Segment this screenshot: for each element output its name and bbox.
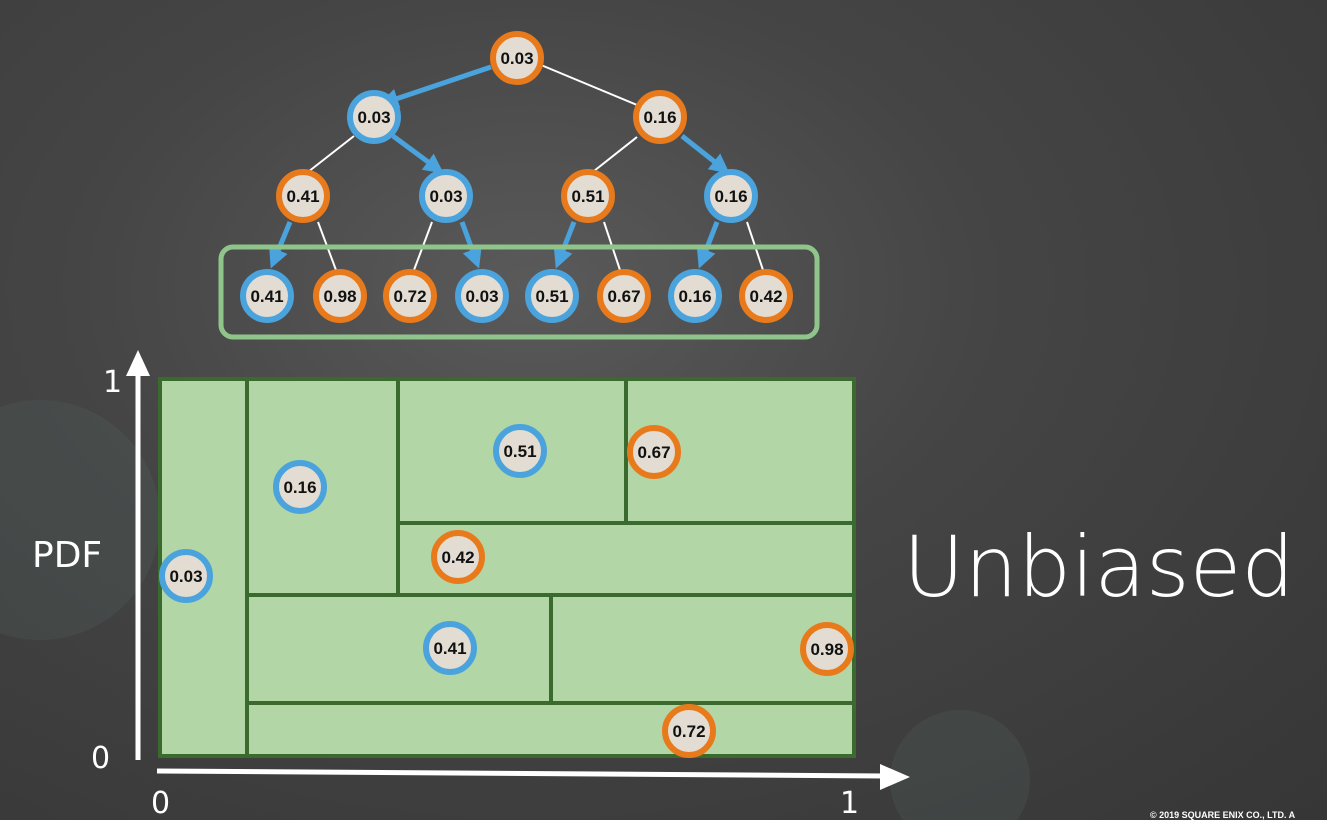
- edge-active: [391, 133, 444, 174]
- node-label: 0.16: [678, 287, 711, 306]
- pdf-cell-node: 0.16: [273, 460, 327, 514]
- tree-level2-node: 0.41: [276, 169, 330, 223]
- node-circle: [739, 269, 793, 323]
- tree-leaf-node: 0.72: [383, 269, 437, 323]
- node-circle: [276, 169, 330, 223]
- tree-level1-node: 0.03: [347, 90, 401, 144]
- tree-leaf-node: 0.51: [525, 269, 579, 323]
- x-axis-right-label: 1: [840, 786, 859, 820]
- node-label: 0.51: [503, 442, 536, 461]
- node-label: 0.03: [465, 287, 498, 306]
- pdf-cell-node: 0.03: [159, 549, 213, 603]
- node-circle: [313, 269, 367, 323]
- node-label: 0.51: [571, 187, 604, 206]
- node-label: 0.03: [357, 108, 390, 127]
- node-circle: [455, 269, 509, 323]
- node-circle: [668, 269, 722, 323]
- node-label: 0.67: [607, 287, 640, 306]
- edge-active: [553, 221, 577, 269]
- tree-level2-node: 0.51: [561, 169, 615, 223]
- axes: [126, 350, 910, 790]
- node-label: 0.98: [323, 287, 356, 306]
- node-circle: [383, 269, 437, 323]
- x-axis-line: [156, 768, 885, 779]
- node-circle: [633, 90, 687, 144]
- tree-level1-node: 0.16: [633, 90, 687, 144]
- node-circle: [490, 31, 544, 85]
- tree-leaf-node: 0.16: [668, 269, 722, 323]
- node-circle: [662, 704, 716, 758]
- tree-leaf-node: 0.03: [455, 269, 509, 323]
- y-axis-bottom-label: 0: [91, 741, 110, 776]
- node-circle: [493, 424, 547, 478]
- node-circle: [347, 90, 401, 144]
- edge-active: [459, 221, 482, 269]
- copyright: © 2019 SQUARE ENIX CO., LTD. A: [1150, 810, 1296, 820]
- node-circle: [431, 530, 485, 584]
- node-label: 0.42: [441, 548, 474, 567]
- node-circle: [419, 169, 473, 223]
- node-label: 0.41: [433, 639, 466, 658]
- edge: [593, 136, 638, 172]
- edge-active: [378, 64, 492, 109]
- node-circle: [597, 269, 651, 323]
- node-label: 0.41: [250, 287, 283, 306]
- node-label: 0.98: [810, 640, 843, 659]
- node-label: 0.72: [393, 287, 426, 306]
- y-axis-label: PDF: [32, 535, 102, 576]
- nodes: 0.03 0.03 0.16 0.41 0.03 0.51 0.16 0.41 0.98 0.72…: [159, 31, 854, 758]
- pdf-cell-node: 0.98: [800, 622, 854, 676]
- background-glow: [0, 400, 160, 640]
- node-label: 0.41: [286, 187, 319, 206]
- node-circle: [627, 425, 681, 479]
- tree-leaf-node: 0.42: [739, 269, 793, 323]
- node-circle: [800, 622, 854, 676]
- edge-active: [696, 221, 720, 269]
- node-label: 0.51: [535, 287, 568, 306]
- tree-root-node: 0.03: [490, 31, 544, 85]
- edge-active: [680, 134, 730, 174]
- node-circle: [704, 169, 758, 223]
- edge: [307, 135, 355, 173]
- node-label: 0.16: [714, 187, 747, 206]
- tree-edges: [269, 64, 764, 271]
- node-circle: [423, 621, 477, 675]
- pdf-cell-node: 0.42: [431, 530, 485, 584]
- node-label: 0.16: [283, 478, 316, 497]
- node-label: 0.03: [500, 49, 533, 68]
- node-label: 0.03: [169, 567, 202, 586]
- title: Unbiased: [903, 518, 1295, 616]
- pdf-cell-node: 0.41: [423, 621, 477, 675]
- background-glow: [890, 710, 1030, 820]
- pdf-cell-node: 0.72: [662, 704, 716, 758]
- node-circle: [525, 269, 579, 323]
- edge-active: [269, 221, 293, 269]
- tree-leaf-node: 0.98: [313, 269, 367, 323]
- node-circle: [159, 549, 213, 603]
- tree-leaf-node: 0.41: [240, 269, 294, 323]
- node-label: 0.42: [749, 287, 782, 306]
- tree-level2-node: 0.16: [704, 169, 758, 223]
- node-circle: [561, 169, 615, 223]
- pdf-cell-node: 0.67: [627, 425, 681, 479]
- tree-leaf-node: 0.67: [597, 269, 651, 323]
- pdf-cell-node: 0.51: [493, 424, 547, 478]
- x-axis-arrowhead: [880, 764, 910, 790]
- edge: [540, 64, 638, 106]
- node-label: 0.03: [429, 187, 462, 206]
- x-axis-left-label: 0: [151, 786, 170, 820]
- y-axis-top-label: 1: [103, 365, 122, 400]
- y-axis-arrowhead: [126, 350, 150, 376]
- node-circle: [240, 269, 294, 323]
- node-label: 0.67: [637, 443, 670, 462]
- node-label: 0.16: [643, 108, 676, 127]
- tree-level2-node: 0.03: [419, 169, 473, 223]
- leaf-group-frame: [218, 244, 820, 340]
- node-circle: [273, 460, 327, 514]
- node-label: 0.72: [672, 722, 705, 741]
